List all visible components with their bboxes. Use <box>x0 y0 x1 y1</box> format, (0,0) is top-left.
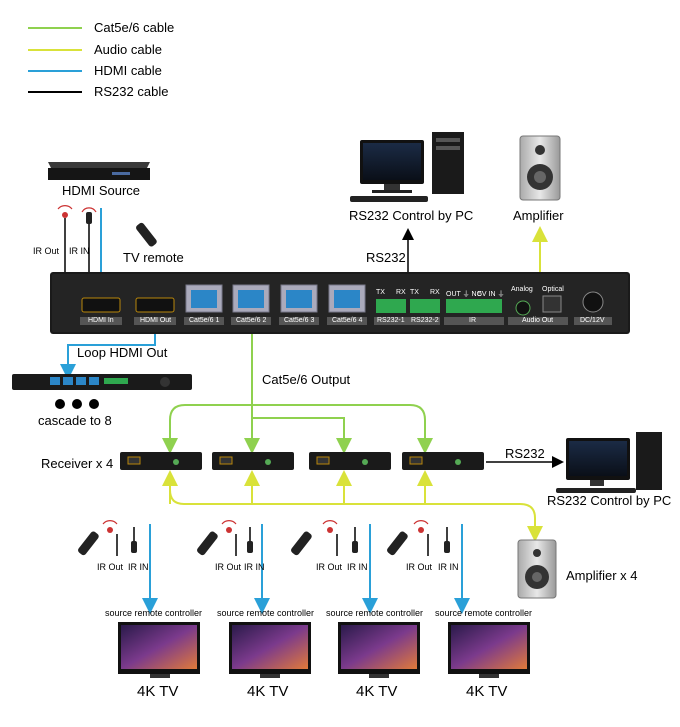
cat-port-2-label: Cat5e/6 2 <box>236 317 267 324</box>
pc-top-icon <box>350 132 464 202</box>
zone-3-ir-out: IR Out <box>316 562 343 572</box>
dc-port-label: DC/12V <box>580 317 605 324</box>
ir-out-nc-label: OUT ⏚ NC <box>446 291 482 298</box>
rs232-pc-top-label: RS232 Control by PC <box>349 208 474 223</box>
pc-right-icon <box>556 432 662 493</box>
rx-label-2: RX <box>430 289 440 296</box>
legend-rs232-label: RS232 cable <box>94 84 169 99</box>
rs232-top-label: RS232 <box>366 250 406 265</box>
hdmi-source-label: HDMI Source <box>62 183 141 198</box>
legend-cat-label: Cat5e/6 cable <box>94 20 175 35</box>
amplifier-top-icon <box>519 135 561 201</box>
cat-port-4-label: Cat5e/6 4 <box>332 317 363 324</box>
legend-audio-label: Audio cable <box>94 42 162 57</box>
receiver-label: Receiver x 4 <box>41 456 114 471</box>
zone-3-ir-in: IR IN <box>347 562 368 572</box>
rs232-pc-right-label: RS232 Control by PC <box>547 493 672 508</box>
audio-out-port-label: Audio Out <box>522 317 554 324</box>
hdmi-in-port-label: HDMI In <box>88 317 114 324</box>
zone-4-tv-label: 4K TV <box>466 683 508 700</box>
five-v-in-label: 5V IN ⏚ <box>478 291 505 298</box>
zone-1 <box>78 520 200 678</box>
zone-1-ir-in: IR IN <box>128 562 149 572</box>
rs232-2-port-label: RS232-2 <box>411 317 439 324</box>
zone-1-tv-label: 4K TV <box>137 683 179 700</box>
hdmi-source-device-icon <box>48 162 150 180</box>
rs232-1-port-label: RS232-1 <box>377 317 405 324</box>
receiver-boxes <box>120 452 484 470</box>
zone-1-remote-label: source remote controller <box>105 608 203 618</box>
zone-2-ir-in: IR IN <box>244 562 265 572</box>
ir-out-top-icon <box>57 205 73 280</box>
cat-port-3-label: Cat5e/6 3 <box>284 317 315 324</box>
ir-in-top-label: IR IN <box>69 246 90 256</box>
amplifier-x4-label: Amplifier x 4 <box>566 568 638 583</box>
zone-2-ir-out: IR Out <box>215 562 242 572</box>
main-device-panel <box>50 272 630 334</box>
zone-1-ir-out: IR Out <box>97 562 124 572</box>
ir-port-label: IR <box>469 317 476 324</box>
loop-hdmi-label: Loop HDMI Out <box>77 345 168 360</box>
rs232-right-label: RS232 <box>505 446 545 461</box>
cat-distribution-lines <box>162 334 433 454</box>
tx-label-2: TX <box>410 289 419 296</box>
zone-4-ir-in: IR IN <box>438 562 459 572</box>
cascade-label: cascade to 8 <box>38 413 112 428</box>
optical-label: Optical <box>542 286 564 293</box>
zone-4-ir-out: IR Out <box>406 562 433 572</box>
ir-in-top-icon <box>81 207 97 280</box>
audio-distribution-lines <box>169 470 543 542</box>
zone-3-tv-label: 4K TV <box>356 683 398 700</box>
legend-hdmi-label: HDMI cable <box>94 63 162 78</box>
rx-label-1: RX <box>396 289 406 296</box>
ir-out-top-label: IR Out <box>33 246 60 256</box>
amplifier-top-label: Amplifier <box>513 208 564 223</box>
cat-port-1-label: Cat5e/6 1 <box>189 317 220 324</box>
zone-2-remote-label: source remote controller <box>217 608 315 618</box>
zone-4-remote-label: source remote controller <box>435 608 533 618</box>
zone-2-tv-label: 4K TV <box>247 683 289 700</box>
zone-3 <box>291 520 420 678</box>
analog-label: Analog <box>511 286 533 293</box>
cat-output-label: Cat5e/6 Output <box>262 372 351 387</box>
tx-label-1: TX <box>376 289 385 296</box>
cascade-dots <box>55 399 99 409</box>
tv-remote-icon <box>136 222 157 247</box>
cascade-device-icon <box>12 374 192 390</box>
amplifier-x4-icon <box>517 539 557 599</box>
zone-4 <box>387 520 530 678</box>
zone-3-remote-label: source remote controller <box>326 608 424 618</box>
tv-remote-label: TV remote <box>123 250 184 265</box>
zone-2 <box>197 520 311 678</box>
hdmi-out-port-label: HDMI Out <box>140 317 172 324</box>
